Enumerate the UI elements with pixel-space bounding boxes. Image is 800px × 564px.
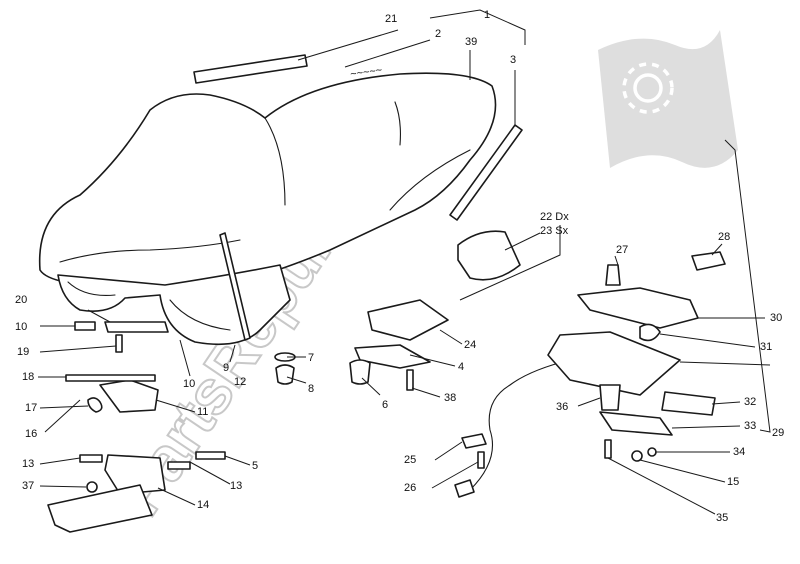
light-housing bbox=[547, 331, 681, 396]
callout-26: 26 bbox=[404, 482, 416, 494]
callout-1: 1 bbox=[484, 9, 490, 21]
callout-12: 12 bbox=[234, 376, 246, 388]
latch-bracket bbox=[99, 379, 159, 413]
callout-13b: 13 bbox=[230, 480, 242, 492]
clip-25 bbox=[461, 433, 487, 449]
callout-31: 31 bbox=[760, 341, 772, 353]
nut-15 bbox=[631, 450, 643, 462]
spring-16 bbox=[87, 397, 103, 413]
callout-36: 36 bbox=[556, 401, 568, 413]
callout-2: 2 bbox=[435, 28, 441, 40]
plate-32 bbox=[661, 391, 716, 416]
release-cable bbox=[454, 359, 571, 498]
bracket-36 bbox=[599, 384, 621, 411]
callout-32: 32 bbox=[744, 396, 756, 408]
seat-pad bbox=[457, 230, 521, 281]
callout-20: 20 bbox=[15, 294, 27, 306]
callout-4: 4 bbox=[458, 361, 464, 373]
cable-18 bbox=[65, 374, 156, 382]
left-mount-assembly bbox=[47, 232, 251, 533]
grommet-6 bbox=[349, 359, 371, 385]
screw-26 bbox=[477, 451, 485, 469]
cable-26 bbox=[469, 359, 571, 491]
bolt-5 bbox=[195, 451, 226, 460]
callout-18: 18 bbox=[22, 371, 34, 383]
plate-33 bbox=[599, 411, 673, 436]
callout-10b: 10 bbox=[183, 378, 195, 390]
callout-29: 29 bbox=[772, 427, 784, 439]
callout-11: 11 bbox=[197, 406, 208, 418]
base-frame bbox=[47, 484, 153, 533]
callout-27: 27 bbox=[616, 244, 628, 256]
callout-5: 5 bbox=[252, 460, 258, 472]
bulb-27 bbox=[605, 264, 621, 286]
callout-21: 21 bbox=[385, 13, 397, 25]
gear-icon bbox=[622, 62, 674, 114]
callout-33: 33 bbox=[744, 420, 756, 432]
callout-14: 14 bbox=[197, 499, 209, 511]
callout-9: 9 bbox=[223, 362, 229, 374]
callout-34: 34 bbox=[733, 446, 745, 458]
gear-flag-icon bbox=[598, 30, 738, 168]
bolt-38 bbox=[406, 369, 414, 391]
callout-7: 7 bbox=[308, 352, 314, 364]
callout-24: 24 bbox=[464, 339, 476, 351]
grommet-8 bbox=[275, 364, 295, 385]
screw-35 bbox=[604, 439, 612, 459]
bracket-24 bbox=[367, 299, 449, 341]
tail-light-assembly bbox=[547, 251, 726, 462]
cable-end bbox=[454, 479, 475, 498]
seat-logo: ~~~~~ bbox=[349, 64, 383, 80]
bulb-31 bbox=[639, 323, 661, 342]
callout-8: 8 bbox=[308, 383, 314, 395]
nut-34 bbox=[647, 447, 657, 457]
bolt-13a bbox=[79, 454, 103, 463]
callout-39: 39 bbox=[465, 36, 477, 48]
seat-cushion bbox=[38, 72, 497, 293]
callout-19: 19 bbox=[17, 346, 29, 358]
callout-labels: 1 2 3 4 5 6 7 8 9 10 10 11 12 13 13 14 1… bbox=[15, 9, 784, 524]
callout-10a: 10 bbox=[15, 321, 27, 333]
nut-37 bbox=[86, 481, 98, 493]
callout-37: 37 bbox=[22, 480, 34, 492]
callout-30: 30 bbox=[770, 312, 782, 324]
center-parts bbox=[274, 299, 449, 391]
hinge-plate bbox=[104, 321, 169, 333]
callout-6: 6 bbox=[382, 399, 388, 411]
bolt-10 bbox=[74, 321, 96, 331]
bracket-4 bbox=[354, 344, 431, 369]
callout-16: 16 bbox=[25, 428, 37, 440]
callout-3: 3 bbox=[510, 54, 516, 66]
rod-12 bbox=[219, 232, 251, 341]
callout-25: 25 bbox=[404, 454, 416, 466]
callout-28: 28 bbox=[718, 231, 730, 243]
screw-19 bbox=[115, 334, 123, 353]
seat-assembly: ~~~~~ bbox=[38, 54, 523, 346]
callout-15: 15 bbox=[727, 476, 739, 488]
callout-23: 23 Sx bbox=[540, 225, 569, 237]
bolt-13b bbox=[167, 461, 191, 470]
callout-22: 22 Dx bbox=[540, 211, 569, 223]
seat-trim-strip bbox=[449, 124, 523, 221]
callout-17: 17 bbox=[25, 402, 37, 414]
leader-lines bbox=[38, 9, 771, 515]
callout-38: 38 bbox=[444, 392, 456, 404]
callout-35: 35 bbox=[716, 512, 728, 524]
light-lens-30 bbox=[577, 287, 699, 329]
callout-13a: 13 bbox=[22, 458, 34, 470]
seat-emblem-strip bbox=[193, 54, 308, 84]
lens-28 bbox=[691, 251, 726, 271]
